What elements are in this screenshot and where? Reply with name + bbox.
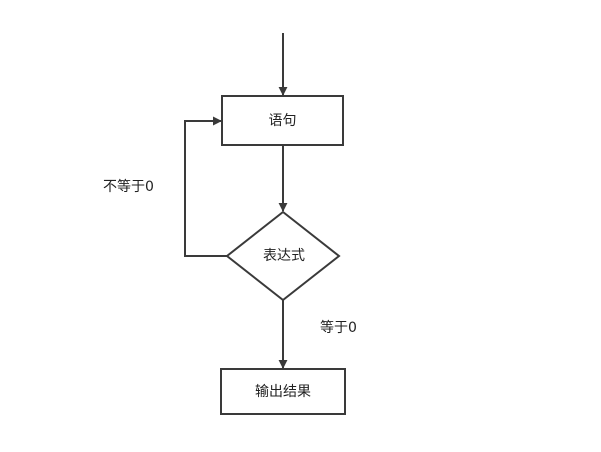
output-box: [220, 368, 346, 415]
statement-node: 语句: [221, 95, 344, 146]
output-label: 输出结果: [255, 384, 311, 400]
loop-back-arrow: [184, 116, 227, 257]
statement-label: 语句: [269, 113, 297, 129]
exit-label: 等于0: [320, 319, 357, 336]
loop-back-label: 不等于0: [103, 178, 154, 195]
output-node: 输出结果: [220, 368, 346, 415]
expression-node: 表达式: [225, 210, 341, 302]
expression-label: 表达式: [263, 248, 305, 264]
